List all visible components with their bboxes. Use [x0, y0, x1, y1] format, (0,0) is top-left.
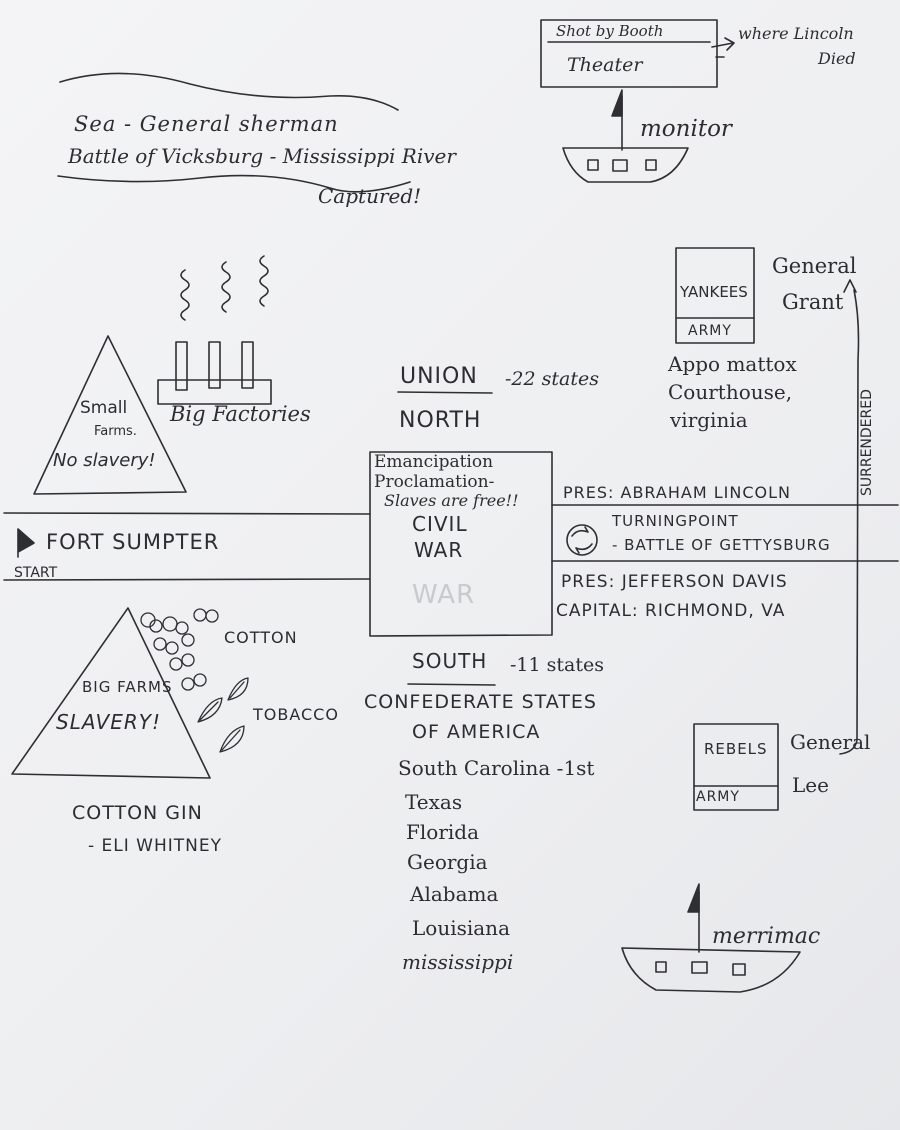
state-mississippi: mississippi: [402, 950, 514, 974]
sea-wave-top: [59, 72, 399, 111]
sea-wave-bottom: [57, 174, 411, 193]
general-lee-label-1: General: [790, 730, 871, 754]
tobacco-label: TOBACCO: [253, 705, 339, 724]
merrimac-ship-hull: [621, 947, 801, 993]
merrimac-ship-flag: [687, 883, 700, 913]
factory-chimney-3: [241, 341, 254, 389]
war-faint-label: WAR: [412, 580, 476, 610]
war-label: WAR: [414, 538, 464, 562]
monitor-window-1: [587, 159, 599, 171]
monitor-window-2: [612, 159, 628, 172]
theater-label: Theater: [567, 54, 643, 76]
smoke-3: [259, 255, 269, 307]
south-underline: [407, 683, 496, 686]
no-slavery-label: No slavery!: [53, 450, 156, 471]
merrimac-label: merrimac: [712, 924, 821, 949]
turning-point-icon: [566, 524, 598, 556]
appomattox-label-3: virginia: [670, 408, 748, 432]
theater-box: [540, 19, 718, 88]
rebels-army-label: ARMY: [696, 789, 740, 805]
north-label: NORTH: [399, 408, 482, 433]
cotton-label: COTTON: [224, 628, 298, 647]
confederate-label-1: CONFEDERATE STATES: [364, 691, 597, 713]
fort-sumpter-flag: [17, 528, 35, 558]
slavery-label: SLAVERY!: [56, 710, 161, 734]
union-states-label: -22 states: [505, 368, 599, 390]
farms-label: Farms.: [94, 424, 137, 439]
big-factories-label: Big Factories: [170, 402, 311, 426]
union-label: UNION: [400, 364, 478, 389]
vicksburg-label: Battle of Vicksburg - Mississippi River: [68, 144, 456, 168]
died-label: Died: [818, 49, 856, 68]
small-label: Small: [80, 398, 128, 418]
surrender-line: [839, 289, 860, 755]
south-pres-label: PRES: JEFFERSON DAVIS: [561, 572, 788, 592]
merrimac-window-2: [691, 961, 708, 974]
start-label: START: [14, 565, 58, 581]
state-south-carolina: South Carolina -1st: [398, 756, 595, 780]
war-line-top-left: [3, 512, 371, 515]
merrimac-window-3: [732, 963, 746, 976]
turning-point-arrows: [571, 526, 593, 554]
fort-sumpter-label: FORT SUMPTER: [46, 530, 220, 554]
surrendered-label: SURRENDERED: [859, 389, 875, 496]
north-triangle: [33, 335, 187, 495]
arrow-icon: [711, 37, 735, 51]
big-farms-label: BIG FARMS: [82, 678, 173, 696]
south-capital-label: CAPITAL: RICHMOND, VA: [556, 601, 786, 621]
cotton-gin-label: COTTON GIN: [72, 802, 203, 824]
tobacco-leaves: [197, 677, 249, 753]
factory-chimney-2: [208, 341, 221, 389]
monitor-ship-hull: [562, 147, 689, 183]
cotton-bolls: [140, 608, 219, 691]
where-lincoln-label: where Lincoln: [738, 24, 854, 43]
monitor-ship-flag: [611, 89, 623, 117]
emancipation-label-1: Emancipation: [374, 452, 494, 472]
civil-label: CIVIL: [412, 512, 468, 536]
general-lee-label-2: Lee: [792, 773, 829, 797]
sea-sherman-label: Sea - General sherman: [74, 112, 339, 136]
factory-chimney-1: [175, 341, 188, 391]
emancipation-label-2: Proclamation-: [374, 472, 495, 492]
north-pres-label: PRES: ABRAHAM LINCOLN: [563, 483, 791, 502]
general-grant-label-1: General: [772, 254, 857, 278]
merrimac-window-1: [655, 961, 667, 973]
union-underline: [397, 391, 493, 394]
confederate-label-2: OF AMERICA: [412, 721, 541, 743]
shot-by-booth-label: Shot by Booth: [556, 22, 664, 40]
captured-label: Captured!: [318, 184, 422, 208]
appomattox-label-1: Appo mattox: [668, 352, 797, 376]
smoke-1: [180, 269, 190, 321]
rebels-box: [693, 723, 779, 811]
south-states-label: -11 states: [510, 654, 604, 676]
turning-point-label: TURNINGPOINT: [612, 512, 739, 530]
general-grant-label-2: Grant: [782, 290, 844, 314]
state-alabama: Alabama: [410, 882, 499, 906]
grant-arrow: [843, 279, 857, 293]
rebels-label: REBELS: [704, 740, 768, 758]
war-line-bottom-left: [3, 578, 371, 581]
appomattox-label-2: Courthouse,: [668, 380, 793, 404]
state-texas: Texas: [405, 790, 463, 814]
south-triangle: [11, 607, 211, 779]
state-louisiana: Louisiana: [412, 916, 510, 940]
eli-whitney-label: - ELI WHITNEY: [88, 836, 223, 856]
state-florida: Florida: [406, 820, 479, 844]
yankees-box: [675, 247, 755, 344]
state-georgia: Georgia: [407, 850, 488, 874]
factory-base: [157, 379, 272, 405]
yankees-label: YANKEES: [680, 283, 748, 301]
monitor-label: monitor: [640, 116, 732, 142]
emancipation-label-3: Slaves are free!!: [384, 491, 519, 510]
civil-war-box: [369, 451, 553, 637]
gettysburg-label: - BATTLE OF GETTYSBURG: [612, 536, 831, 554]
monitor-window-3: [645, 159, 657, 171]
yankees-army-label: ARMY: [688, 323, 732, 339]
south-label: SOUTH: [412, 649, 488, 673]
smoke-2: [221, 261, 231, 313]
